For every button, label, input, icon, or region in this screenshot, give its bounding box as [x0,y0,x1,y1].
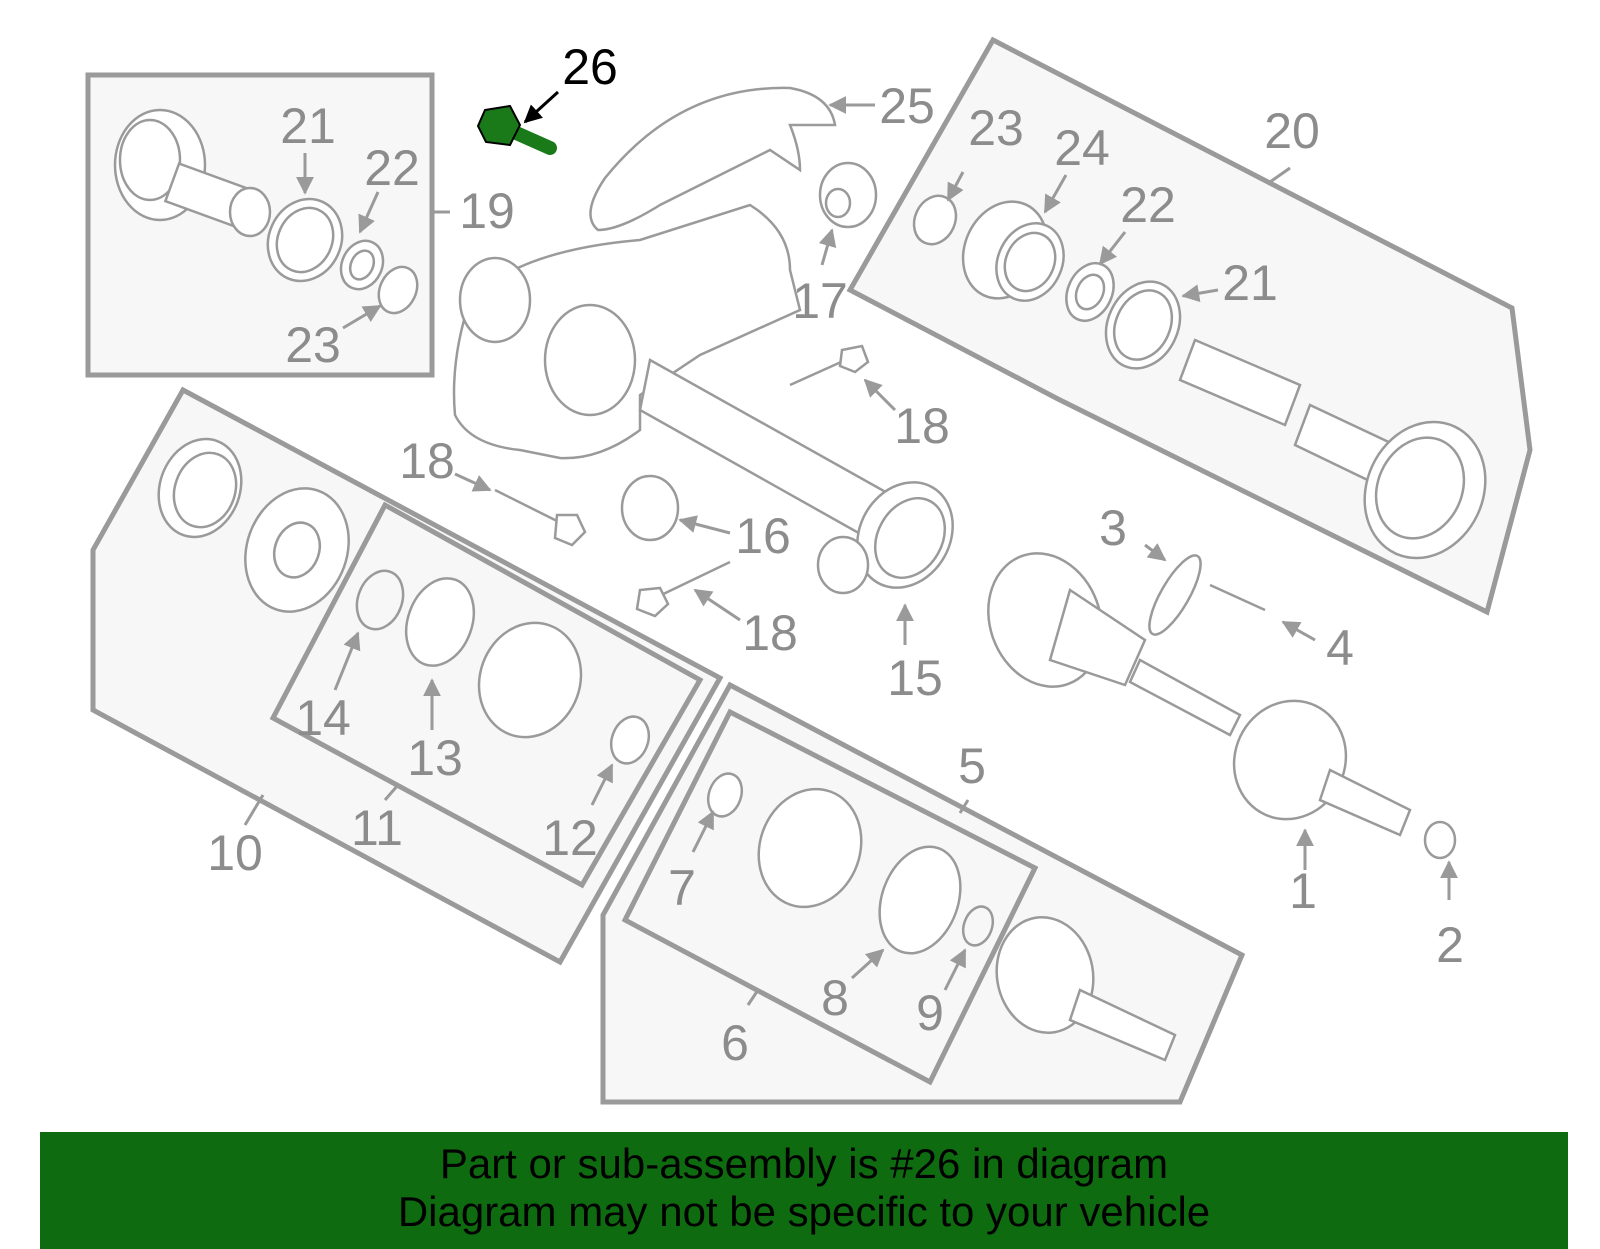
callout-23-left: 23 [285,317,341,373]
callout-17: 17 [792,273,848,329]
callout-22-right: 22 [1120,177,1176,233]
info-banner: Part or sub-assembly is #26 in diagram D… [40,1132,1568,1249]
callout-20: 20 [1264,103,1320,159]
panel-11 [269,501,704,889]
panel-19 [85,72,450,378]
banner-line-1: Part or sub-assembly is #26 in diagram [439,1140,1169,1187]
callout-25: 25 [879,78,935,134]
callout-5: 5 [958,738,986,794]
differential-housing [452,86,954,645]
callout-21-right: 21 [1222,255,1278,311]
callout-labels: 26 1 2 3 4 5 6 7 8 9 10 11 12 13 14 15 1… [207,39,1464,1071]
callout-1: 1 [1289,863,1317,919]
callout-8: 8 [821,970,849,1026]
axle-shaft-1 [987,543,1458,900]
callout-26: 26 [562,39,618,95]
banner-line-2: Diagram may not be specific to your vehi… [397,1188,1211,1235]
callout-13: 13 [407,730,463,786]
callout-2: 2 [1436,917,1464,973]
callout-22-left: 22 [364,140,420,196]
callout-11: 11 [351,800,403,856]
callout-12: 12 [542,810,598,866]
callout-16: 16 [735,508,791,564]
callout-10: 10 [207,825,263,881]
highlighted-bolt-26 [476,90,560,155]
callout-7: 7 [668,860,696,916]
panel-5 [600,681,1246,1105]
callout-6: 6 [721,1015,749,1071]
callout-19: 19 [459,183,515,239]
panel-20 [846,36,1533,616]
callout-21-left: 21 [280,98,336,154]
callout-15: 15 [887,650,943,706]
callout-3: 3 [1099,500,1127,556]
callout-18-right: 18 [894,398,950,454]
callout-9: 9 [916,985,944,1041]
callout-18-bottom: 18 [742,605,798,661]
callout-23-right: 23 [968,100,1024,156]
callout-4: 4 [1326,620,1354,676]
callout-18-left: 18 [399,433,455,489]
callout-24: 24 [1054,120,1110,176]
callout-14: 14 [295,690,351,746]
